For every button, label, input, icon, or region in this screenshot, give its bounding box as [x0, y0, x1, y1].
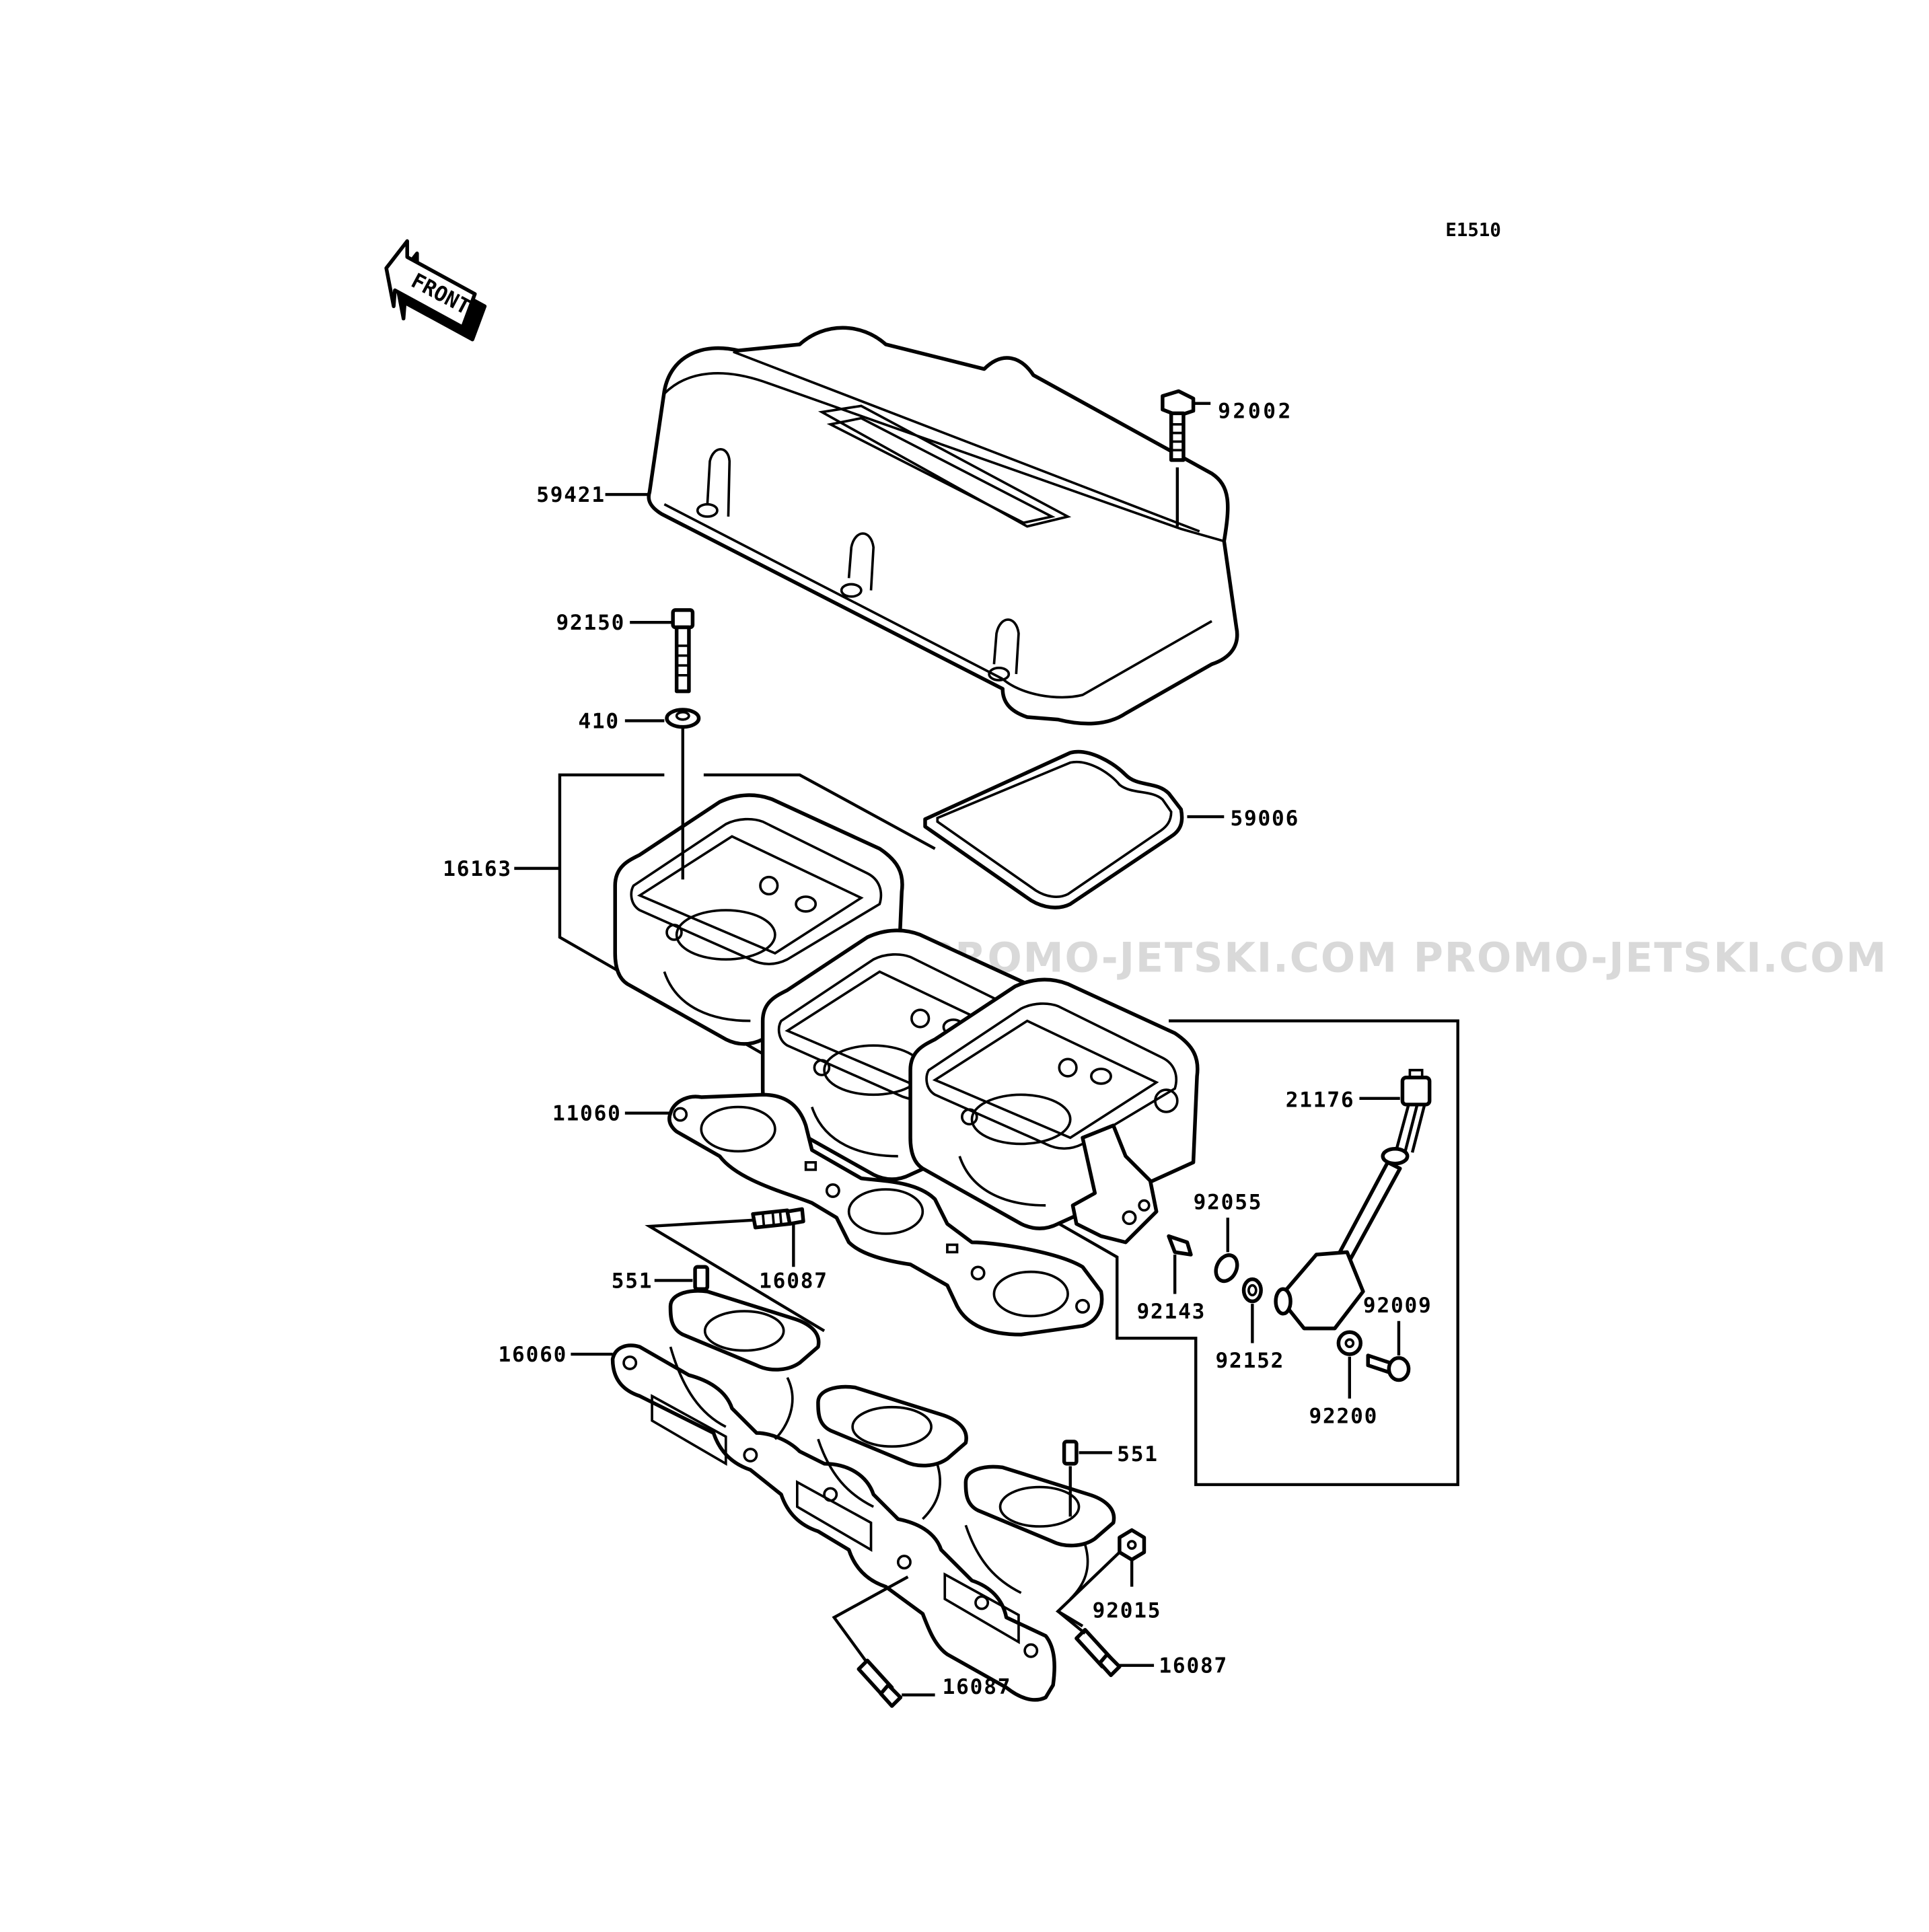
bolt-92009-part — [1366, 1353, 1411, 1382]
label-92009: 92009 — [1363, 1294, 1432, 1318]
sensor-21176-part — [1274, 1068, 1432, 1331]
label-92200: 92200 — [1309, 1405, 1378, 1429]
label-16087-upper: 16087 — [759, 1269, 828, 1293]
plug-16087-part — [751, 1207, 805, 1230]
label-16060: 16060 — [499, 1343, 568, 1367]
gasket-59006-part — [923, 749, 1184, 909]
label-551-upper: 551 — [612, 1269, 653, 1293]
front-arrow-icon: FRONT — [384, 239, 487, 342]
washer-92152-part — [1241, 1277, 1263, 1304]
label-92055: 92055 — [1194, 1190, 1263, 1214]
washer-92200-part — [1336, 1330, 1363, 1356]
label-92150: 92150 — [556, 611, 625, 635]
gasket-11060-part — [667, 1092, 1104, 1337]
label-11060: 11060 — [552, 1102, 622, 1126]
label-21176: 21176 — [1286, 1088, 1355, 1113]
label-59421: 59421 — [536, 483, 606, 507]
label-92152: 92152 — [1216, 1349, 1285, 1373]
label-551-lower: 551 — [1117, 1442, 1159, 1466]
cover-59421-part — [647, 326, 1239, 726]
label-92002: 92002 — [1218, 400, 1293, 424]
throttle-body-16163-part — [558, 773, 1459, 1487]
label-92015: 92015 — [1093, 1598, 1162, 1623]
clip-92143-part — [1167, 1234, 1193, 1257]
pin-551-part — [1062, 1440, 1079, 1466]
pin-551-part — [693, 1265, 710, 1291]
plug-16087-part — [857, 1658, 903, 1708]
label-16087-lower: 16087 — [943, 1675, 1012, 1699]
diagram-code: E1510 — [1445, 220, 1501, 241]
label-59006: 59006 — [1230, 807, 1299, 831]
washer-410-part — [665, 708, 701, 729]
label-16087-right: 16087 — [1159, 1654, 1228, 1678]
bolt-92150-part — [671, 608, 695, 694]
label-410: 410 — [578, 709, 620, 733]
o-ring-92055-part — [1214, 1253, 1239, 1284]
bolt-92002-part — [1161, 389, 1196, 462]
nut-92015-part — [1118, 1528, 1147, 1562]
label-92143: 92143 — [1136, 1300, 1206, 1324]
plug-16087-part — [1075, 1627, 1122, 1678]
label-16163: 16163 — [443, 857, 512, 881]
manifold-16060-part — [610, 1289, 1116, 1702]
